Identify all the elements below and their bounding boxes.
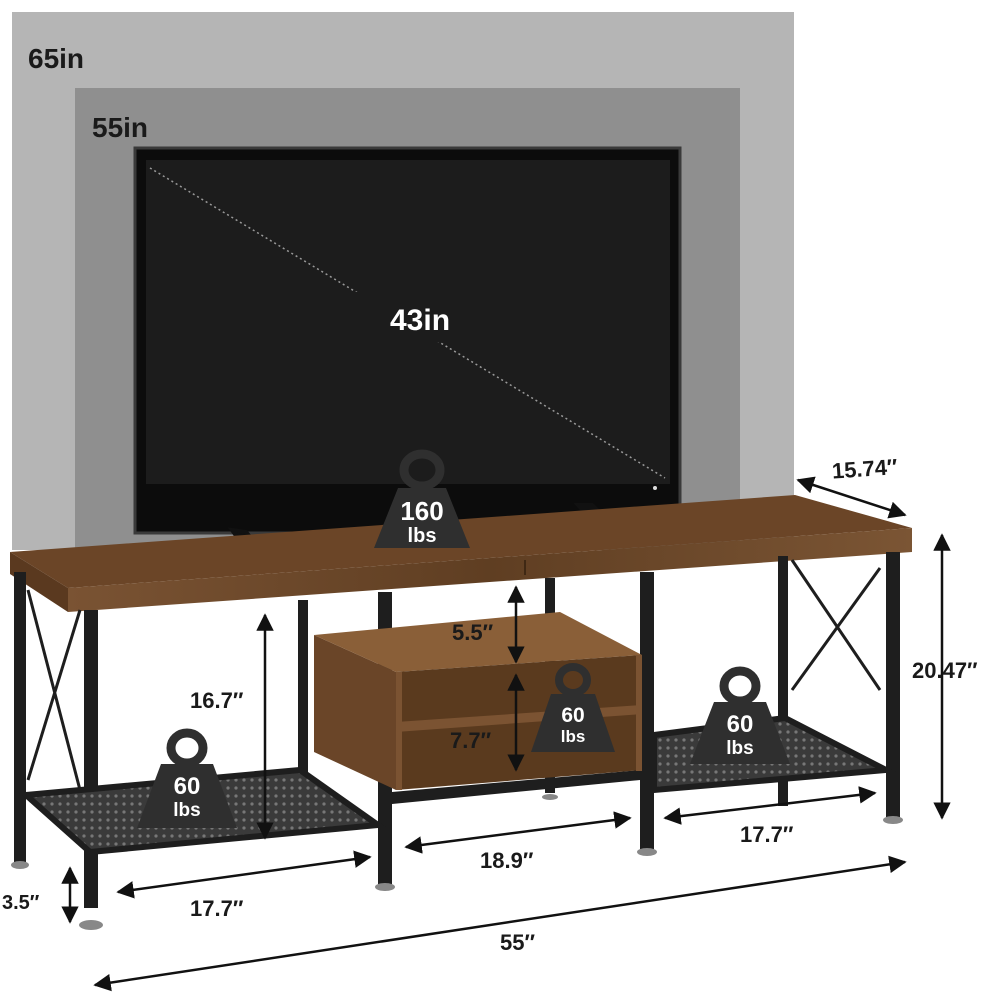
leg-height-label: 3.5″ [2, 892, 40, 914]
cubby-side [314, 635, 396, 790]
weight-top: 160 lbs [374, 449, 470, 548]
screen-43-label: 43in [390, 304, 450, 337]
center-width-arrow [404, 811, 632, 854]
upper-cubby-height-label: 5.5″ [452, 620, 494, 645]
right-width-arrow [663, 786, 877, 825]
cubby-frame-left [396, 672, 402, 790]
weight-cubby: 60 lbs [531, 663, 615, 752]
kettlebell-weight-icon [690, 702, 790, 764]
x-brace-left [26, 589, 82, 791]
weight-right: 60 lbs [690, 666, 790, 764]
kettlebell-handle-icon [399, 449, 445, 491]
tv-stand [10, 495, 912, 930]
weight-right-unit: lbs [726, 738, 753, 759]
center-bottom-rail [392, 770, 640, 804]
weight-left: 60 lbs [137, 728, 237, 828]
depth-label: 15.74″ [831, 454, 899, 484]
cubby-top [314, 612, 642, 672]
leg-back-right [778, 556, 788, 806]
x-brace-right [790, 559, 882, 691]
weight-top-value: 160 [400, 496, 443, 526]
kettlebell-handle-icon [719, 666, 761, 706]
screen-55-label: 55in [92, 112, 148, 143]
kettlebell-handle-icon [166, 728, 208, 768]
tabletop-front-edge [10, 552, 68, 612]
screen-65-label: 65in [28, 43, 84, 74]
cubby-frame-right [636, 655, 642, 771]
weight-cubby-value: 60 [561, 704, 584, 727]
total-width-label: 55″ [500, 930, 535, 955]
left-width-label: 17.7″ [190, 896, 244, 921]
leg-front-left [84, 610, 98, 908]
weight-left-value: 60 [174, 773, 201, 800]
tv-power-indicator [653, 486, 657, 490]
total-width-arrow [93, 855, 907, 992]
dimension-lines [61, 476, 951, 992]
leg-front-right [886, 552, 900, 820]
kettlebell-weight-icon [137, 764, 237, 828]
weight-cubby-unit: lbs [561, 727, 586, 746]
right-width-label: 17.7″ [740, 822, 794, 847]
leg-back-mid-left [298, 600, 308, 775]
kettlebell-weight-icon [531, 694, 615, 752]
tabletop-front [68, 528, 912, 612]
weight-right-value: 60 [727, 711, 754, 738]
depth-arrow [796, 476, 907, 519]
lower-shelf-height-label: 16.7″ [190, 688, 244, 713]
lower-cubby-height-label: 7.7″ [450, 728, 492, 753]
tv: 43in [133, 146, 682, 575]
kettlebell-handle-icon [555, 663, 591, 697]
weight-top-unit: lbs [408, 525, 437, 547]
leg-back-left [14, 572, 26, 862]
weight-left-unit: lbs [173, 800, 200, 821]
center-width-label: 18.9″ [480, 848, 534, 873]
leg-front-mid-right [640, 572, 654, 852]
left-width-arrow [116, 850, 372, 899]
kettlebell-weight-icon [374, 488, 470, 548]
total-height-label: 20.47″ [912, 658, 978, 683]
